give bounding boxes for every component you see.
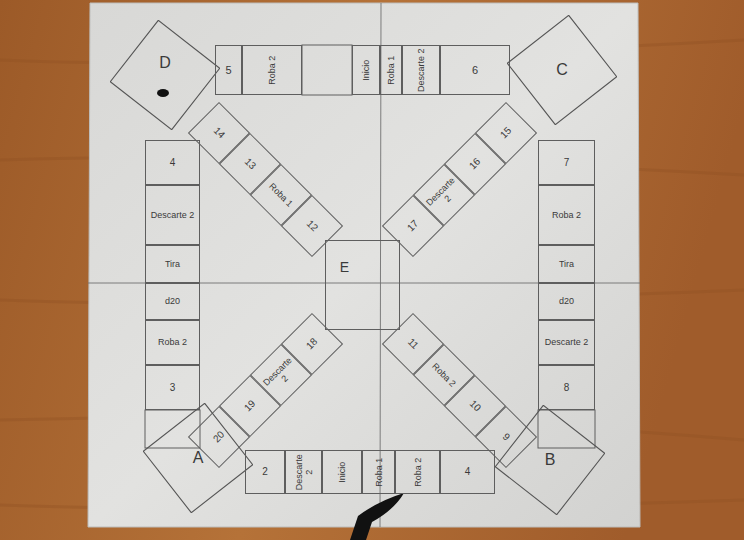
cell-label: 4 [443,466,492,478]
board-cell: 14 [188,102,250,164]
board-cell: Roba 1 [380,45,402,95]
board-cell: E [325,240,400,330]
board-cell: 5 [215,45,242,95]
cell-label: 18 [294,326,329,361]
board-cell: 15 [475,102,537,164]
board-cell: 2 [245,450,285,494]
cell-label: 19 [232,388,267,423]
cell-label: 17 [395,208,430,243]
cell-label: Tira [148,259,197,269]
cell-label: Roba 2 [427,358,461,392]
corner-letter: C [510,61,614,79]
cell-label: Roba 1 [264,178,298,212]
cell-label: Roba 2 [148,337,197,347]
board-cell: d20 [145,283,200,320]
cell-label: Descarte 2 [423,174,464,215]
board-cell: Descarte 2 [402,45,440,95]
board-cell: 3 [145,365,200,410]
board-cell: Inicio [352,45,380,95]
blank-cell [538,410,595,448]
cell-label: Inicio [361,48,371,92]
cell-label: d20 [148,296,197,306]
cell-label: Roba 2 [412,453,422,491]
cell-label: Tira [541,259,592,269]
board-cell: Descarte 2 [250,344,312,406]
board-cell: 4 [145,140,200,185]
cell-label: 5 [218,64,239,77]
board-cell: 9 [475,406,537,468]
cell-label: 12 [294,208,329,243]
bug-mark [157,89,169,97]
cell-label: Descarte 2 [541,337,592,347]
board-cell: Descarte 2 [285,450,322,494]
corner-letter: D [113,54,217,72]
cell-label: 14 [201,115,236,150]
cell-label: d20 [541,296,592,306]
board-cell: Roba 2 [242,45,302,95]
board-cell: Descarte 2 [538,320,595,365]
knife-blade [350,493,404,540]
board-cell: Roba 2 [538,185,595,245]
board-cell: Tira [538,245,595,283]
cell-label: E [310,259,379,275]
cell-label: 11 [395,326,430,361]
board-cell: Roba 2 [145,320,200,365]
cell-label: 10 [457,388,492,423]
board-cell: d20 [538,283,595,320]
board-cell: Descarte 2 [145,185,200,245]
board-cell: 6 [440,45,510,95]
cell-label: Descarte 2 [293,453,314,491]
corner-square: A [143,403,253,513]
corner-outline [143,403,252,512]
cell-label: 2 [248,466,282,478]
board-cell: Descarte 2 [413,164,475,226]
cell-label: Roba 1 [386,48,396,92]
corner-square: C [507,15,617,125]
corner-letter: A [146,449,250,467]
cell-label: 8 [541,382,592,394]
cell-label: 15 [488,115,523,150]
board-cell: Roba 1 [362,450,395,494]
corner-square [110,20,220,130]
paper-sheet [88,3,640,527]
cell-label: 6 [443,64,507,77]
corner-outline [495,405,604,514]
cell-label: Descarte 2 [260,354,301,395]
board-cell: Tira [145,245,200,283]
corner-outline [507,15,616,124]
blank-cell [302,45,352,95]
cell-label: 16 [457,146,492,181]
cell-label: 4 [148,157,197,169]
corner-outline [110,20,219,129]
cell-label: 3 [148,382,197,394]
cell-label: Roba 2 [541,210,592,220]
board-cell: 8 [538,365,595,410]
corner-letter: B [498,451,602,469]
cell-label: Descarte 2 [416,48,426,92]
cell-label: Roba 1 [373,453,383,491]
board-cell: Roba 1 [250,164,312,226]
board-cell: Inicio [322,450,362,494]
board-cell: 4 [440,450,495,494]
corner-square: B [495,405,605,515]
cell-label: Descarte 2 [148,210,197,220]
corner-square: D [110,20,220,130]
board-cell: Roba 2 [413,344,475,406]
cell-label: Roba 2 [267,48,277,92]
cell-label: 7 [541,157,592,169]
cell-label: 13 [232,146,267,181]
cell-label: Inicio [337,453,347,491]
board-cell: 7 [538,140,595,185]
board-cell: Roba 2 [395,450,440,494]
